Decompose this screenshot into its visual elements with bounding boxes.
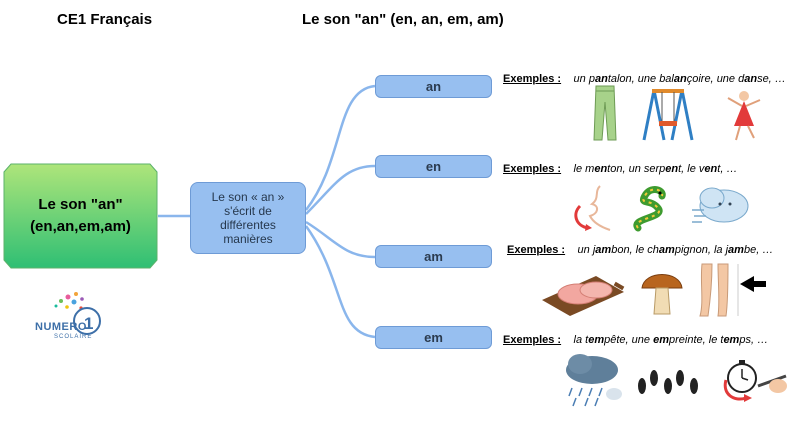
- examples-em: Exemples : la tempête, une empreinte, le…: [503, 330, 768, 348]
- header-left-title: CE1 Français: [57, 11, 153, 28]
- wind-cloud-icon: [692, 187, 749, 223]
- logo-graphic: [54, 292, 101, 335]
- examples-an: Exemples : un pantalon, une balançoire, …: [503, 69, 786, 87]
- examples-text: le menton, un serpent, le vent, …: [573, 163, 738, 175]
- examples-text: un jambon, le champignon, la jambe, …: [577, 244, 774, 256]
- examples-label: Exemples :: [503, 73, 562, 85]
- branch-en[interactable]: en: [375, 155, 492, 178]
- branch-am[interactable]: am: [375, 245, 492, 268]
- swing-icon: [642, 89, 694, 141]
- connector-am: [305, 220, 376, 259]
- main-node-shape: [3, 163, 158, 269]
- logo-text-main: NUMERO: [35, 321, 87, 333]
- logo-text-sub: SCOLAIRE: [54, 334, 93, 340]
- stopwatch-icon: [723, 360, 787, 402]
- snake-icon: [633, 186, 666, 232]
- examples-label: Exemples :: [503, 334, 562, 346]
- footprints-icon: [638, 370, 698, 394]
- numero1-logo: NUMERO 1 SCOLAIRE: [32, 288, 112, 348]
- trousers-icon: [593, 85, 617, 141]
- connector-an: [305, 84, 376, 211]
- main-node[interactable]: Le son "an" (en,an,em,am): [3, 163, 158, 269]
- ham-icon: [542, 276, 625, 316]
- examples-am: Exemples : un jambon, le champignon, la …: [507, 240, 773, 258]
- legs-icon: [699, 263, 766, 317]
- center-node[interactable]: Le son « an » s'écrit de différentes man…: [190, 182, 306, 254]
- header-center-title: Le son "an" (en, an, em, am): [302, 11, 504, 28]
- examples-en: Exemples : le menton, un serpent, le ven…: [503, 159, 737, 177]
- examples-text: un pantalon, une balançoire, une danse, …: [573, 73, 786, 85]
- connector-em: [304, 225, 376, 339]
- dancer-icon: [727, 91, 761, 141]
- chin-icon: [574, 185, 611, 231]
- storm-cloud-icon: [566, 354, 622, 407]
- examples-label: Exemples :: [507, 244, 566, 256]
- branch-an[interactable]: an: [375, 75, 492, 98]
- connector-en: [305, 164, 376, 215]
- main-node-label: Le son "an" (en,an,em,am): [30, 196, 131, 235]
- logo-text-digit: 1: [84, 314, 94, 333]
- examples-text: la tempête, une empreinte, le temps, …: [573, 334, 769, 346]
- branch-em[interactable]: em: [375, 326, 492, 349]
- examples-label: Exemples :: [503, 163, 562, 175]
- mushroom-icon: [641, 274, 683, 315]
